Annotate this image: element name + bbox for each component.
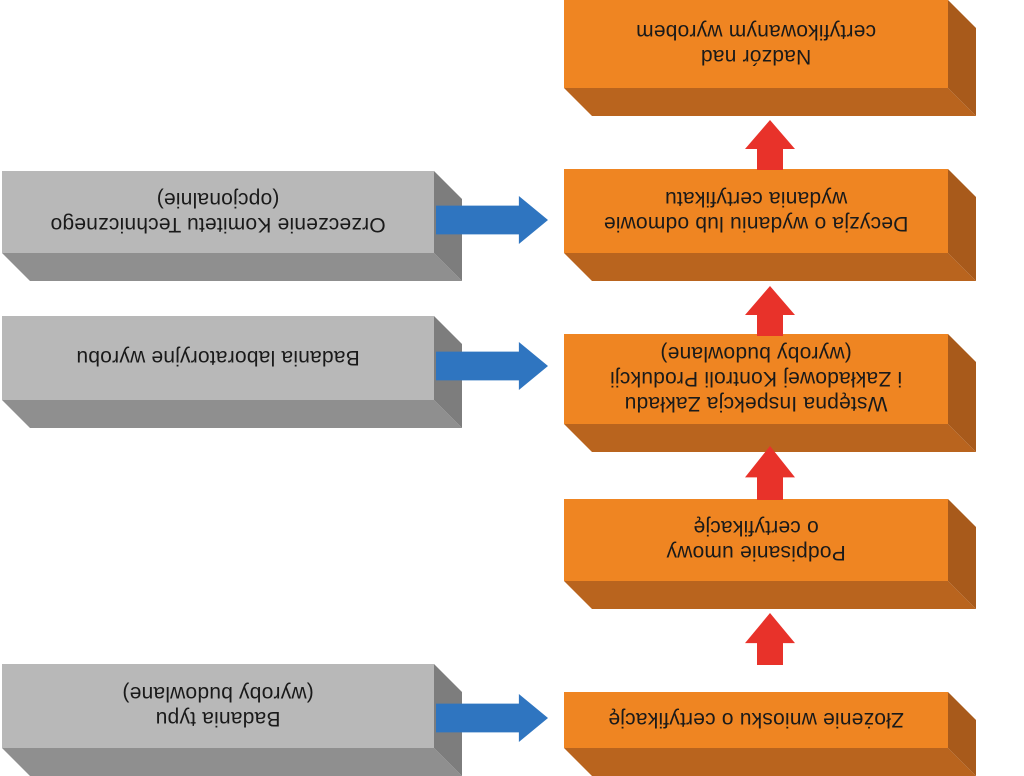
bevel-edge [2,400,462,428]
side-step-type-testing: Badania typu (wyroby budowlane) [2,664,462,776]
bevel-side [948,499,976,609]
block-bevel [564,692,976,776]
process-step-1-label: Złożenie wniosku o certyfikację [564,692,948,748]
arrow-left-icon [436,342,548,390]
bevel-edge [564,581,976,609]
bevel-edge [2,748,462,776]
side-step-lab-testing-label: Badania laboratoryjne wyrobu [2,316,434,400]
bevel-edge [564,748,976,776]
bevel-edge [564,88,976,116]
arrow-shape [745,286,795,336]
block-bevel [564,334,976,452]
arrow-shape [745,613,795,665]
side-step-lab-testing: Badania laboratoryjne wyrobu [2,316,462,428]
side-step-type-testing-label: Badania typu (wyroby budowlane) [2,664,434,748]
bevel-side [948,0,976,116]
arrow-down-icon [745,613,795,665]
bevel-edge [2,253,462,281]
arrow-shape [745,120,795,170]
process-step-5-label: Nadzór nad certyfikowanym wyrobem [564,0,948,88]
arrow-shape [436,196,548,244]
process-step-3: Wstępna Inspekcja Zakładu i Zakładowej K… [564,334,976,452]
process-step-5: Nadzór nad certyfikowanym wyrobem [564,0,976,116]
block-bevel [564,0,976,116]
bevel-edge [564,253,976,281]
bevel-side [948,692,976,776]
block-bevel [2,664,462,776]
bevel-edge [564,424,976,452]
process-step-4-label: Decyzja o wydaniu lub odmowie wydania ce… [564,169,948,253]
arrow-left-icon [436,196,548,244]
arrow-shape [436,342,548,390]
process-step-2: Podpisanie umowy o certyfikację [564,499,976,609]
arrow-down-icon [745,120,795,170]
bevel-side [948,169,976,281]
arrow-shape [436,694,548,742]
arrow-left-icon [436,694,548,742]
process-step-1: Złożenie wniosku o certyfikację [564,692,976,776]
side-step-technical-committee: Orzeczenie Komitetu Technicznego (opcjon… [2,171,462,281]
arrow-down-icon [745,286,795,336]
process-step-2-label: Podpisanie umowy o certyfikację [564,499,948,581]
arrow-down-icon [745,446,795,500]
block-bevel [564,169,976,281]
side-step-technical-committee-label: Orzeczenie Komitetu Technicznego (opcjon… [2,171,434,253]
block-bevel [564,499,976,609]
bevel-side [948,334,976,452]
process-step-4: Decyzja o wydaniu lub odmowie wydania ce… [564,169,976,281]
arrow-shape [745,446,795,500]
process-step-3-label: Wstępna Inspekcja Zakładu i Zakładowej K… [564,334,948,424]
